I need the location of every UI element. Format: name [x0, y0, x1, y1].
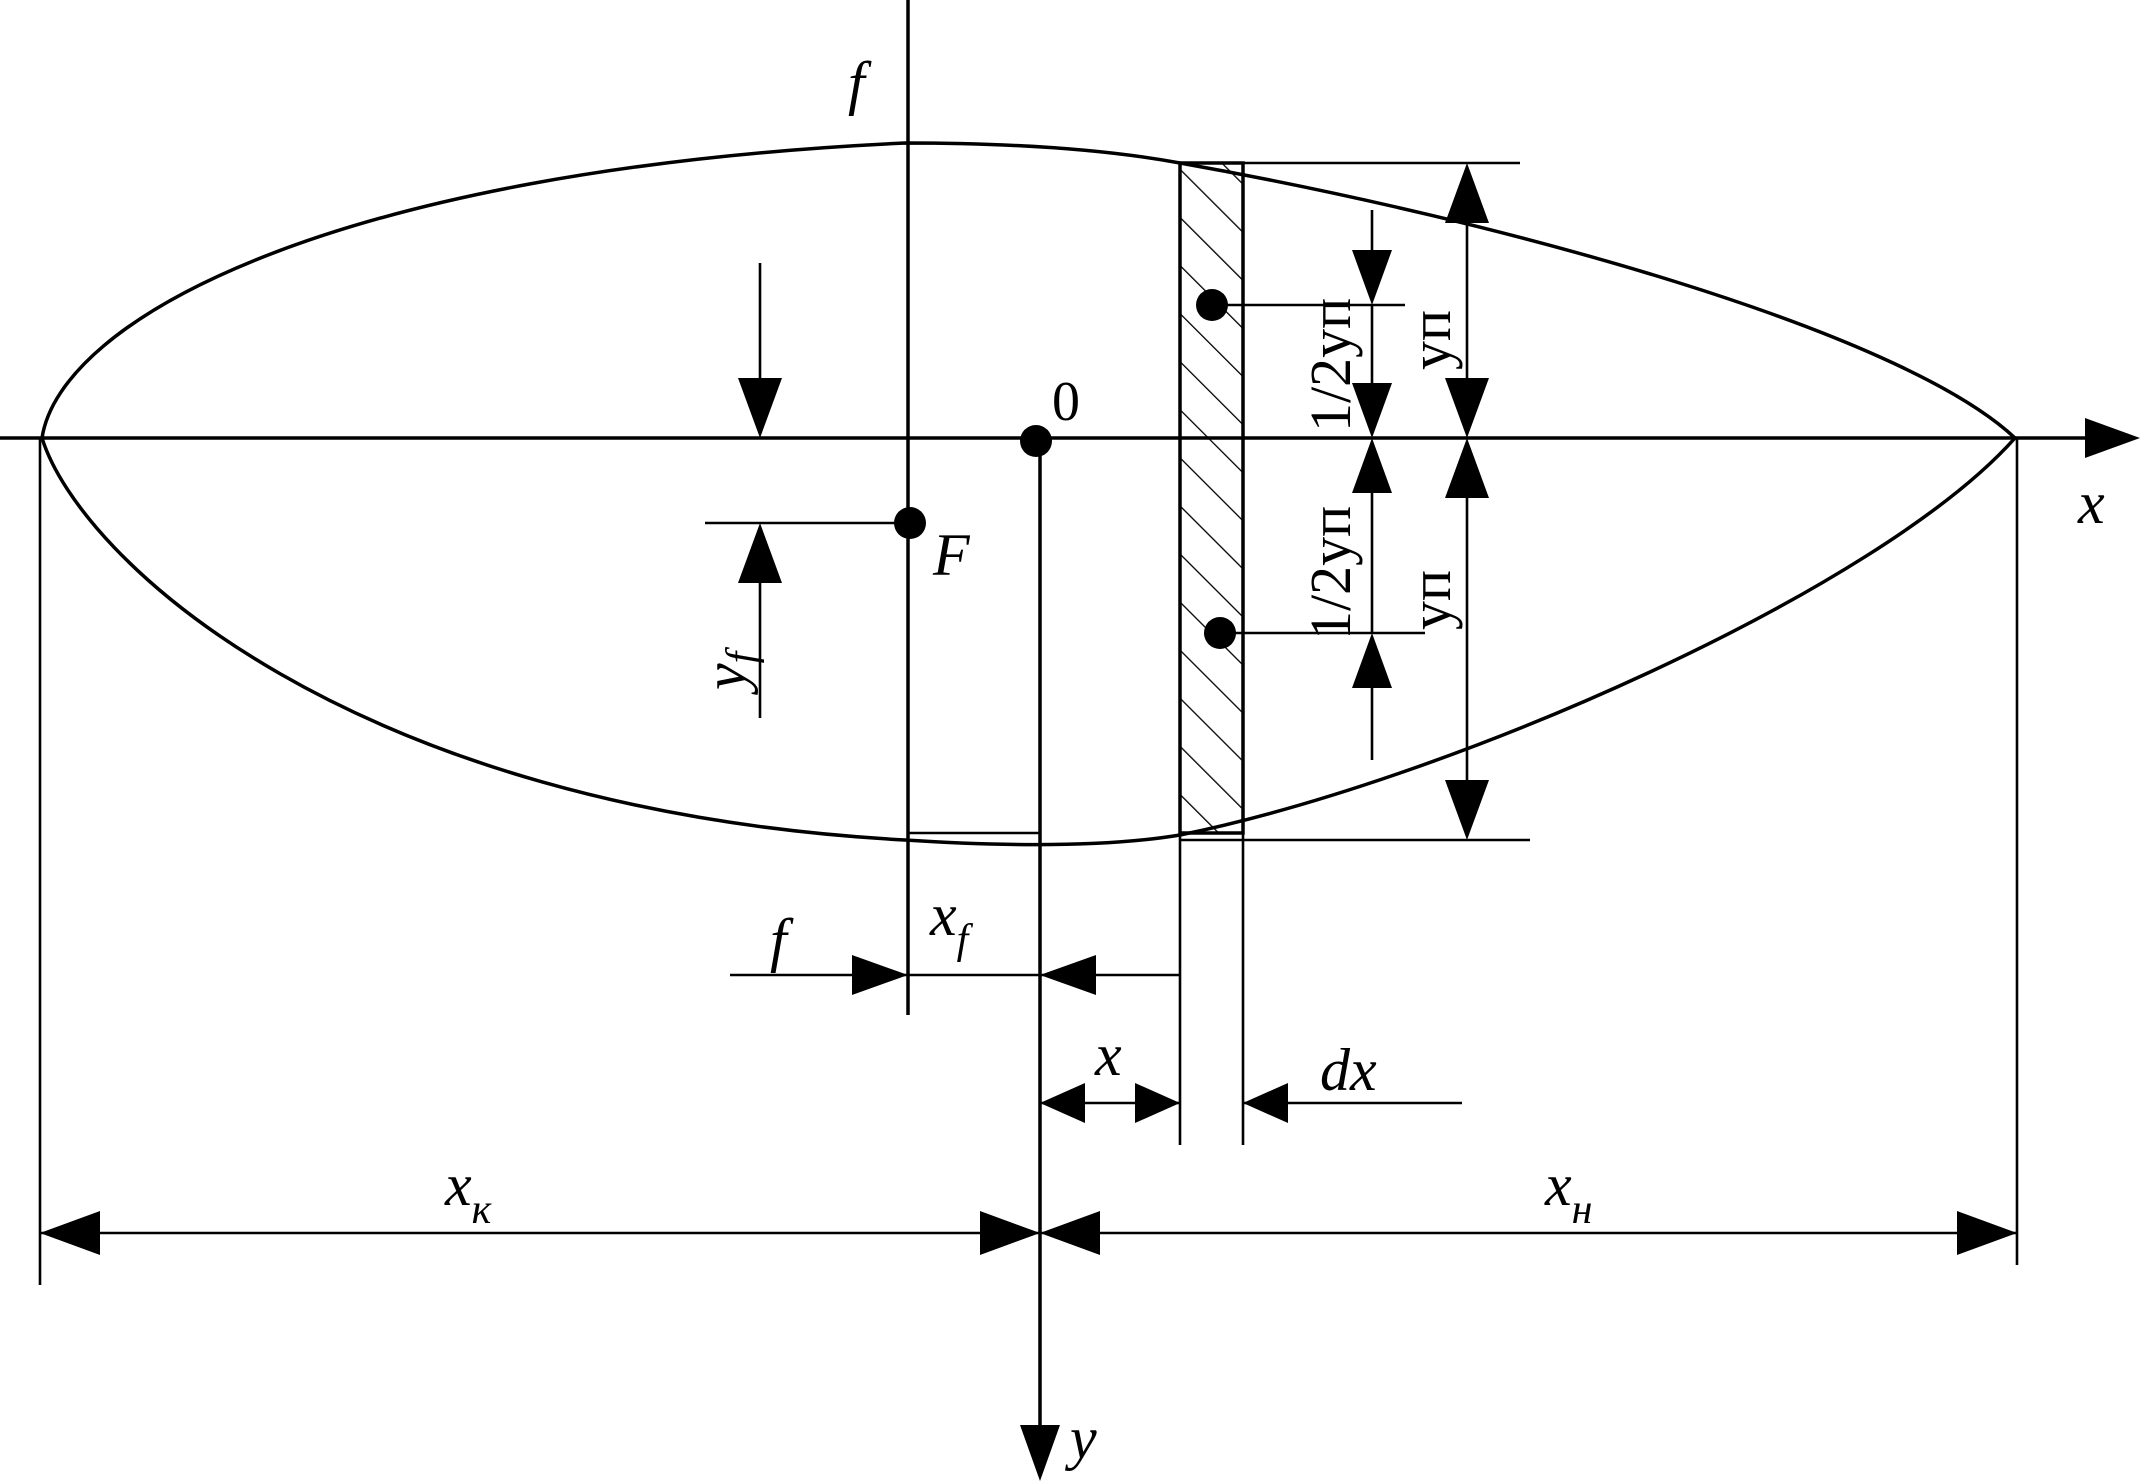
- yp-upper-label: yп: [1398, 310, 1463, 370]
- half-yp-upper-label: 1/2yп: [1298, 298, 1363, 432]
- x-dim-arrowhead-left: [1040, 1083, 1085, 1123]
- yf-bottom-arrowhead: [738, 523, 782, 583]
- f-axis-label: f: [848, 50, 872, 116]
- xk-arrowhead-right: [980, 1211, 1040, 1255]
- xf-arrowhead: [1040, 955, 1096, 995]
- dx-arrowhead: [1243, 1083, 1288, 1123]
- yp-lower-label: yп: [1398, 570, 1463, 630]
- xk-label: xк: [444, 1152, 492, 1233]
- yf-label: yf: [692, 646, 765, 696]
- upper-centroid-point: [1196, 289, 1228, 321]
- x-dim-arrowhead-right: [1135, 1083, 1180, 1123]
- yf-top-arrowhead: [738, 378, 782, 438]
- half-yp-lower-label: 1/2yп: [1298, 506, 1363, 640]
- xn-arrowhead-left: [1040, 1211, 1100, 1255]
- point-F-label: F: [932, 522, 971, 588]
- f-dimension-label: f: [770, 907, 794, 973]
- half-yp-upper-arrowhead-bottom: [1352, 383, 1392, 438]
- x-dimension-label: x: [1094, 1022, 1122, 1088]
- y-axis-label: y: [1064, 1405, 1097, 1471]
- xk-arrowhead-left: [40, 1211, 100, 1255]
- half-yp-lower-arrowhead-top: [1352, 438, 1392, 493]
- half-yp-upper-arrowhead-top: [1352, 250, 1392, 305]
- x-axis-arrowhead: [2085, 418, 2140, 458]
- lower-centroid-point: [1204, 617, 1236, 649]
- xn-arrowhead-right: [1957, 1211, 2017, 1255]
- waterplane-contour: [40, 141, 2018, 847]
- half-yp-lower-arrowhead-bottom: [1352, 633, 1392, 688]
- x-axis-label: x: [2077, 470, 2105, 536]
- yp-upper-arrowhead-top: [1445, 163, 1489, 223]
- dx-label: dx: [1320, 1037, 1377, 1103]
- xn-label: xн: [1544, 1152, 1592, 1233]
- origin-point: [1020, 425, 1052, 457]
- yp-upper-arrowhead-bottom: [1445, 378, 1489, 438]
- point-F: [894, 507, 926, 539]
- origin-label: 0: [1052, 371, 1080, 433]
- y-axis-arrowhead: [1020, 1425, 1060, 1481]
- yp-lower-arrowhead-top: [1445, 438, 1489, 498]
- xf-label: xf: [929, 882, 974, 963]
- yp-lower-arrowhead-bottom: [1445, 780, 1489, 840]
- f-arrowhead: [852, 955, 908, 995]
- strip-dx: [1178, 161, 1245, 835]
